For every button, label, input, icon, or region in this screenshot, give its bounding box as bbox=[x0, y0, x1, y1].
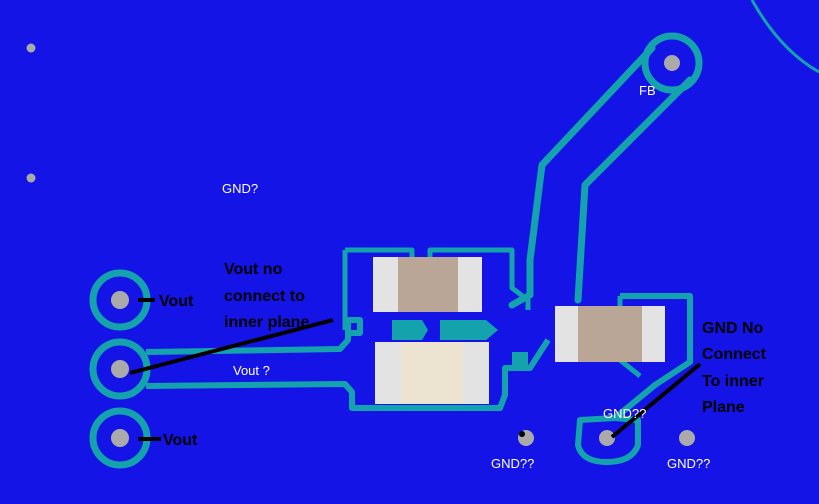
vout-note-pointer bbox=[129, 318, 334, 375]
vout-pad-bottom bbox=[111, 429, 129, 447]
vout-pad-top bbox=[111, 291, 129, 309]
capacitor-3-end-right bbox=[642, 306, 665, 362]
gnd-pad-mid-label: GND?? bbox=[603, 406, 646, 421]
gnd-note-line-1: GND No bbox=[702, 320, 764, 337]
fb-pad bbox=[664, 55, 680, 71]
gnd-region-outline bbox=[613, 293, 693, 421]
fb-pad-ring bbox=[641, 32, 703, 94]
vout-note-line-1: Vout no bbox=[224, 261, 283, 278]
via-mid-left bbox=[26, 173, 36, 183]
vout-mid-label: Vout ? bbox=[233, 363, 270, 378]
vout-note-line-2: connect to bbox=[224, 288, 305, 305]
gnd-pad-ring bbox=[575, 415, 641, 465]
vout-bottom-label: Vout bbox=[163, 432, 198, 449]
gnd-note-line-3: To inner bbox=[702, 373, 764, 390]
gnd-pad-center bbox=[599, 430, 615, 446]
vout-trace bbox=[145, 317, 551, 411]
capacitor-2-end-right bbox=[463, 342, 489, 404]
capacitor-2-end-left bbox=[375, 342, 401, 404]
teal-pad-right bbox=[440, 320, 498, 340]
gnd-via-left-mark bbox=[519, 431, 525, 437]
gnd-note-line-4: Plane bbox=[702, 399, 745, 416]
vout-top-label: Vout bbox=[159, 293, 194, 310]
gnd-note-pointer bbox=[610, 362, 702, 439]
capacitor-3-body bbox=[578, 306, 642, 362]
via-top-left bbox=[26, 43, 36, 53]
gnd-top-label: GND? bbox=[222, 181, 258, 196]
gnd-note-line-2: Connect bbox=[702, 346, 767, 363]
component-outline bbox=[342, 247, 531, 330]
board-outline-arc bbox=[750, 0, 819, 74]
vout-pad-mid bbox=[111, 360, 129, 378]
fb-label: FB bbox=[639, 83, 656, 98]
capacitor-1-end-right bbox=[458, 257, 482, 312]
gnd-bottom-right-label: GND?? bbox=[667, 456, 710, 471]
capacitor-3-end-left bbox=[555, 306, 578, 362]
teal-pad-small bbox=[512, 352, 528, 366]
capacitor-1-end-left bbox=[373, 257, 398, 312]
capacitor-2-body bbox=[401, 342, 463, 404]
gnd-bottom-left-label: GND?? bbox=[491, 456, 534, 471]
gnd-via-right bbox=[679, 430, 695, 446]
teal-pad-left bbox=[392, 320, 428, 340]
vout-note-line-3: inner plane bbox=[224, 314, 309, 331]
capacitor-1-body bbox=[398, 257, 458, 312]
